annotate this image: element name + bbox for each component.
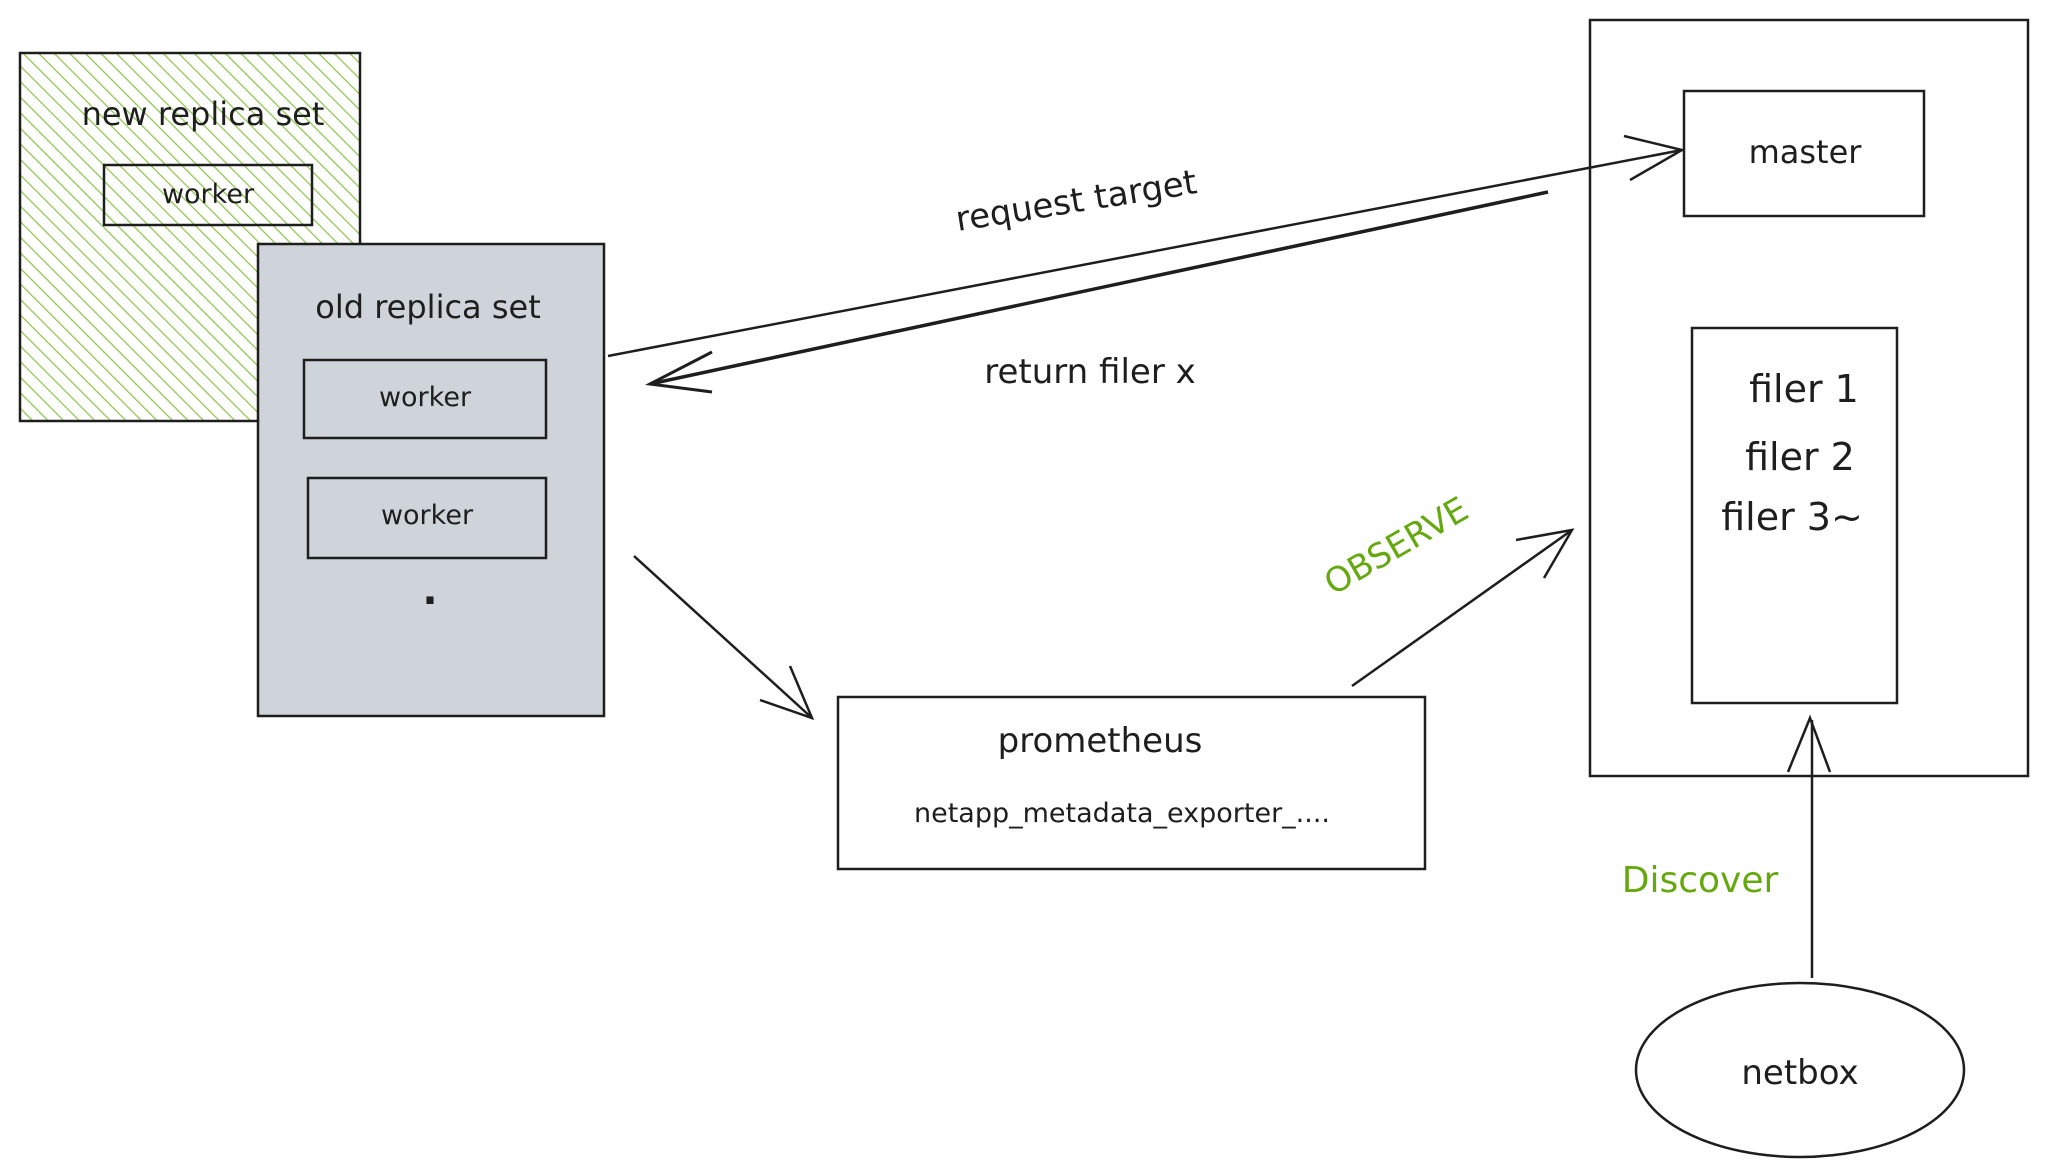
scrape-arrow [633, 555, 815, 721]
netbox-ellipse [1634, 981, 1966, 1159]
prometheus-title: prometheus [998, 721, 1203, 761]
netbox-title: netbox [1741, 1053, 1858, 1093]
old-replica-set-title: old replica set [315, 288, 540, 326]
old-replica-set[interactable]: old replica set worker worker . [256, 242, 606, 718]
discover-arrow [1786, 714, 1832, 978]
old-replica-worker-2[interactable]: worker [306, 476, 548, 560]
filer-item-1: filer 1 [1749, 367, 1859, 411]
master-title: master [1749, 133, 1863, 171]
return-filer-label: return filer x [984, 352, 1195, 392]
new-replica-set[interactable]: new replica set worker [18, 51, 362, 423]
old-replica-worker-2-box [306, 476, 548, 560]
filer-list-box [1690, 326, 1899, 705]
new-replica-worker[interactable]: worker [102, 163, 314, 227]
filer-item-3: filer 3~ [1721, 495, 1863, 539]
master-node[interactable]: master [1682, 89, 1926, 218]
request-target-label: request target [953, 162, 1200, 240]
new-replica-worker-box [102, 163, 314, 227]
prometheus-metric: netapp_metadata_exporter_.... [914, 798, 1330, 829]
observe-arrow [1351, 528, 1575, 688]
netbox-node[interactable]: netbox [1634, 981, 1966, 1159]
old-replica-worker-1-box [302, 358, 548, 440]
filer-list[interactable]: filer 1 filer 2 filer 3~ [1690, 326, 1899, 705]
prometheus-box [836, 695, 1427, 871]
old-replica-worker-2-label: worker [381, 500, 474, 531]
observe-label: OBSERVE [1318, 489, 1476, 603]
old-replica-worker-1[interactable]: worker [302, 358, 548, 440]
old-replica-worker-1-label: worker [379, 382, 472, 413]
return-filer-arrow [645, 190, 1549, 394]
new-replica-set-title: new replica set [82, 95, 325, 133]
filer-item-2: filer 2 [1745, 435, 1855, 479]
new-replica-worker-label: worker [162, 179, 255, 210]
prometheus-node[interactable]: prometheus netapp_metadata_exporter_.... [836, 695, 1427, 871]
request-target-arrow [607, 134, 1686, 358]
cluster-container [1588, 18, 2030, 778]
old-replica-ellipsis: . [422, 568, 437, 614]
master-box [1682, 89, 1926, 218]
discover-label: Discover [1622, 860, 1779, 901]
